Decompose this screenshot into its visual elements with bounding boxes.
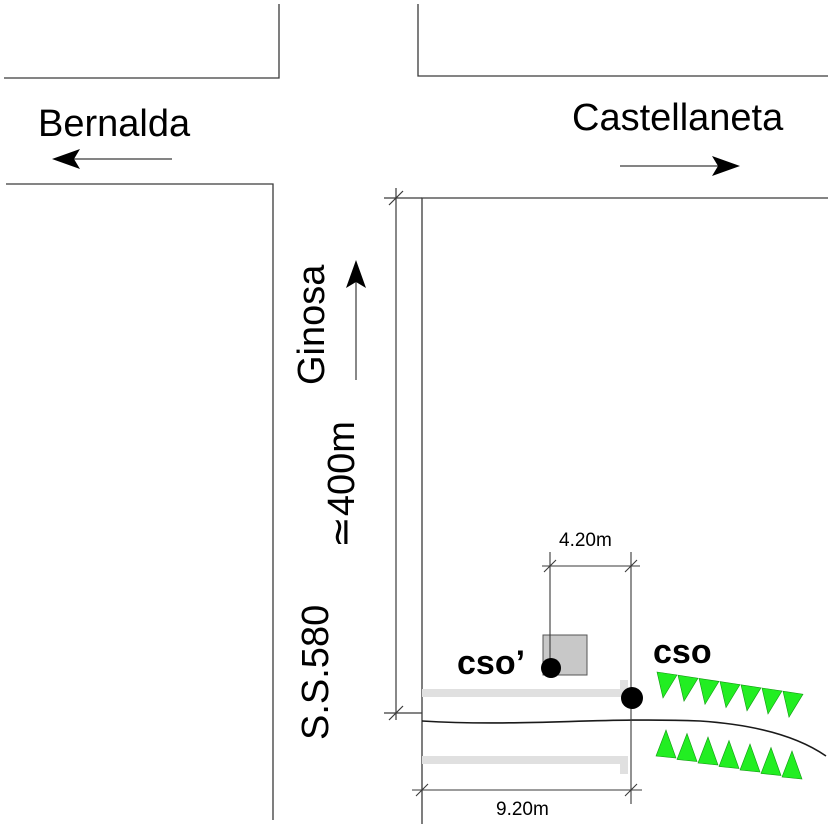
dim-large-tick-left [415,783,429,797]
dim-small [542,552,640,804]
vegetation-upper [656,671,804,718]
dim-small-tick-left [543,559,557,573]
arrow-up-icon [346,260,366,380]
vegetation-icon [698,678,720,706]
dim-large-label: 9.20m [496,799,549,820]
vegetation-icon [739,743,761,773]
length-dim-tick-bottom [388,705,404,721]
arrow-left-icon [52,149,172,169]
dim-small-label: 4.20m [559,530,612,551]
length-label: ≃400m [321,421,363,548]
vegetation-icon [697,736,719,766]
road-edge-top-left [4,4,280,79]
vegetation-icon [718,739,740,769]
cso-label: cso [653,633,712,671]
vegetation-icon [655,729,677,759]
cso-prime-point [541,658,561,678]
dim-large [412,783,642,797]
ginosa-label: Ginosa [291,264,333,385]
vegetation-icon [676,732,698,762]
channel-lower [422,756,628,774]
vegetation-icon [761,687,783,715]
dim-large-tick-right [624,783,638,797]
bernalda-label: Bernalda [38,103,191,145]
vegetation-lower [655,729,803,780]
arrow-right-icon [620,156,740,176]
vegetation-icon [740,684,762,712]
cso-point [621,687,643,709]
road-edge-left [6,183,274,820]
vegetation-icon [781,750,803,780]
channel [422,680,628,774]
castellaneta-label: Castellaneta [572,97,784,139]
vegetation-icon [782,690,804,718]
vegetation-icon [719,681,741,709]
road-label: S.S.580 [295,605,337,740]
road-edge-top-right [417,4,828,77]
stream-line [421,719,827,757]
vegetation-icon [656,671,678,699]
vegetation-icon [677,674,699,702]
length-dimension [384,188,422,721]
vegetation-icon [760,746,782,776]
dim-small-tick-right [624,559,638,573]
length-dim-tick-top [388,190,404,206]
cso-prime-label: cso’ [457,644,525,682]
